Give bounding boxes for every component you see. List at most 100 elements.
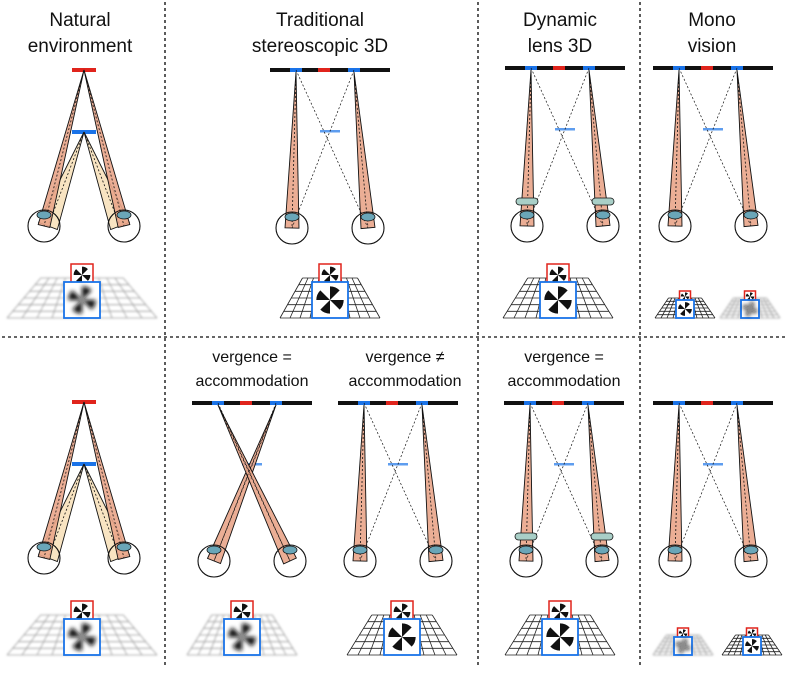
- grid-col-line: [419, 614, 436, 656]
- floor-dynamic-bottom: [504, 600, 616, 656]
- grid-col-line: [699, 634, 714, 656]
- pinwheel-wedge: [560, 637, 574, 647]
- eye-circle: [510, 209, 544, 243]
- far-target-box: [546, 263, 570, 287]
- pinwheel-wedge: [68, 627, 82, 637]
- eye-lens: [428, 545, 444, 555]
- grid-col-line: [197, 614, 219, 656]
- grid-col-line: [764, 634, 777, 656]
- far-target-on-screen: [552, 401, 564, 405]
- pinwheel-wedge: [680, 309, 685, 316]
- panel-mono-bottom: [653, 401, 773, 578]
- pinwheel-wedge: [558, 275, 567, 281]
- grid-col-line: [727, 634, 740, 656]
- pinwheel-target-icon: [544, 286, 572, 314]
- eye-circle: [27, 541, 61, 575]
- grid-col-line: [583, 614, 605, 656]
- dynamic-lens: [514, 532, 538, 541]
- pinwheel-wedge: [683, 639, 688, 646]
- pinwheel-wedge: [388, 627, 402, 637]
- grid-col-line: [21, 277, 50, 319]
- vergence-line: [529, 402, 603, 562]
- column-title-natural: Natural environment: [28, 10, 133, 57]
- pinwheel-wedge: [68, 290, 82, 300]
- pinwheel-wedge: [750, 309, 757, 314]
- pinwheel-wedge: [743, 304, 750, 309]
- label-dynamic-equal: vergence = accommodation: [508, 349, 621, 390]
- grid-col-line: [114, 277, 143, 319]
- near-target-box: [223, 618, 261, 656]
- pinwheel-target-icon: [676, 639, 690, 653]
- pinwheel-wedge: [392, 637, 402, 651]
- pinwheel-target-icon: [388, 623, 416, 651]
- eye-circle: [343, 544, 377, 578]
- grid-col-line: [587, 277, 614, 319]
- pinwheel-wedge: [232, 637, 242, 651]
- pinwheel-target-icon: [546, 623, 574, 651]
- eye-circle: [197, 544, 231, 578]
- pinwheel-wedge: [82, 275, 91, 281]
- dynamic-lens: [591, 197, 615, 206]
- eye-circle: [27, 209, 61, 243]
- pinwheel-target-icon: [228, 623, 256, 651]
- ray-centerline: [47, 131, 85, 227]
- eye-lens: [667, 545, 683, 555]
- pinwheel-wedge: [242, 603, 248, 612]
- grid-col-line: [106, 614, 128, 656]
- grid-floor: [186, 600, 298, 656]
- pinwheel-wedge: [402, 612, 411, 618]
- eye-lens: [360, 212, 376, 222]
- near-target-box: [539, 281, 577, 319]
- ray-centerline: [47, 463, 85, 559]
- grid-floor: [6, 600, 158, 656]
- column-title-traditional: Traditional stereoscopic 3D: [252, 10, 388, 57]
- grid-col-line: [701, 297, 716, 319]
- column-title-mono: Mono vision: [688, 10, 737, 57]
- vergence-line: [674, 67, 738, 227]
- grid-col-line: [766, 297, 781, 319]
- pinwheel-wedge: [752, 629, 755, 634]
- pinwheel-wedge: [233, 606, 242, 612]
- grid-col-line: [106, 277, 128, 319]
- pinwheel-wedge: [242, 637, 256, 647]
- column-title-dynamic: Dynamic lens 3D: [523, 10, 597, 57]
- floor-mono-bottom-left: [652, 627, 714, 656]
- pinwheel-wedge: [745, 309, 750, 316]
- vergence-line: [678, 402, 752, 562]
- eye-lens: [116, 542, 132, 552]
- pinwheel-wedge: [72, 637, 82, 651]
- title-mono-line1: Mono: [688, 10, 736, 31]
- pinwheel-wedge: [316, 290, 330, 300]
- label-trad-notequal: vergence ≠ accommodation: [349, 349, 462, 390]
- grid-col-line: [666, 297, 676, 319]
- pinwheel-wedge: [750, 302, 755, 309]
- pinwheel-wedge: [685, 296, 690, 300]
- grid-col-line: [695, 634, 708, 656]
- pinwheel-wedge: [73, 269, 82, 275]
- light-ray-cone: [667, 69, 683, 227]
- light-ray-cone: [421, 404, 444, 563]
- grid-col-line: [515, 614, 537, 656]
- grid-floor: [504, 600, 616, 656]
- grid-col-line: [731, 297, 741, 319]
- grid-col-line: [589, 614, 616, 656]
- near-target-box: [383, 618, 421, 656]
- label-trad-notequal-line1: vergence ≠: [365, 349, 444, 366]
- title-traditional-line2: stereoscopic 3D: [252, 36, 388, 57]
- eye-circle: [734, 209, 768, 243]
- pinwheel-wedge: [330, 266, 336, 275]
- grid-col-line: [114, 614, 143, 656]
- ray-centerline: [83, 401, 125, 559]
- dynamic-lens: [515, 197, 539, 206]
- ray-centerline: [217, 404, 291, 562]
- pinwheel-wedge: [685, 302, 690, 309]
- eye-circle: [107, 541, 141, 575]
- grid-col-line: [36, 277, 58, 319]
- pinwheel-wedge: [750, 296, 755, 300]
- eye-circle: [351, 211, 385, 245]
- pinwheel-wedge: [551, 606, 560, 612]
- eye-lens: [743, 545, 759, 555]
- far-target-on-screen: [240, 401, 252, 405]
- pinwheel-wedge: [550, 637, 560, 651]
